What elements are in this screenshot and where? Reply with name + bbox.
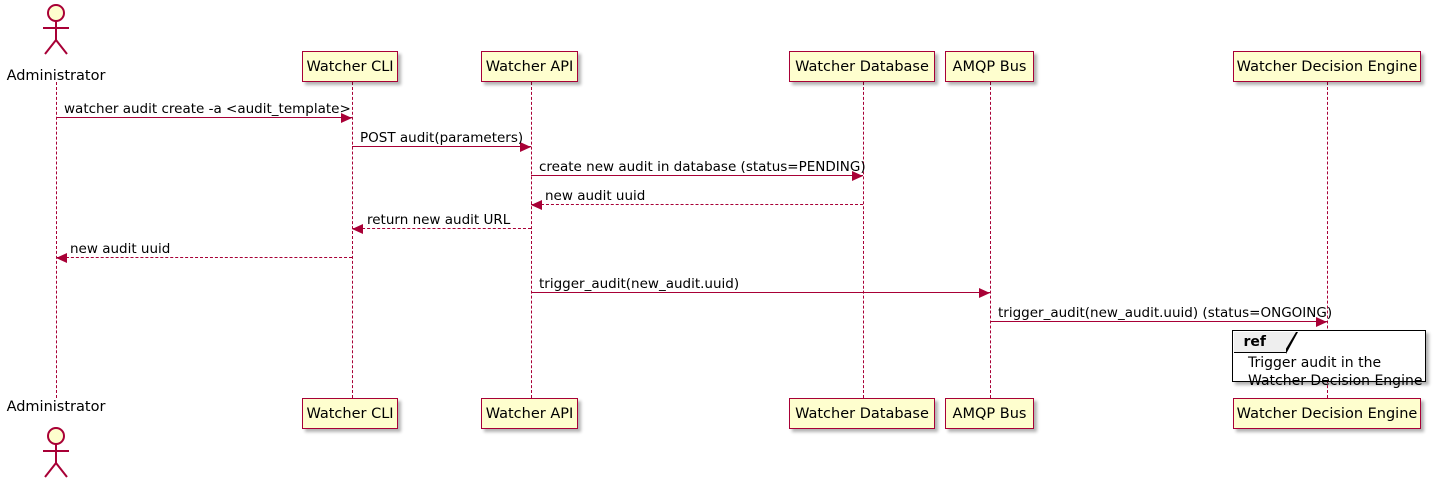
msg-new-audit-uuid-db-line [531,204,863,205]
msg-new-audit-uuid-cli-line [56,257,352,258]
lifeline-Administrator [56,82,57,398]
msg-return-new-audit-url-arrowhead [352,223,363,234]
participant-watcher-decision-engine-top[interactable]: Watcher Decision Engine [1233,51,1421,82]
msg-new-audit-uuid-cli-arrowhead [56,252,67,263]
msg-watcher-audit-create-label: watcher audit create -a <audit_template> [64,101,351,117]
msg-trigger-audit-label: trigger_audit(new_audit.uuid) [539,276,740,292]
lifeline-watcher-decision-engine [1327,82,1328,398]
participant-watcher-database-top[interactable]: Watcher Database [789,51,935,82]
msg-trigger-audit-ongoing-label: trigger_audit(new_audit.uuid) (status=ON… [998,305,1333,321]
msg-trigger-audit-arrowhead [979,287,990,298]
msg-new-audit-uuid-db-label: new audit uuid [545,188,646,204]
participant-watcher-cli-bottom[interactable]: Watcher CLI [302,398,398,429]
msg-return-new-audit-url-label: return new audit URL [367,212,511,228]
participant-amqp-bus-top[interactable]: AMQP Bus [945,51,1034,82]
msg-post-audit-label: POST audit(parameters) [360,130,524,146]
msg-new-audit-uuid-db-arrowhead [531,199,542,210]
msg-create-new-audit-arrowhead [852,170,863,181]
msg-create-new-audit-label: create new audit in database (status=PEN… [539,159,866,175]
msg-return-new-audit-url-line [352,228,531,229]
participant-amqp-bus-bottom[interactable]: AMQP Bus [945,398,1034,429]
fragment-ref-trigger-audit-tab-notch-fill [1284,331,1296,352]
actor-label-top: Administrator [6,68,106,84]
participant-watcher-cli-top[interactable]: Watcher CLI [302,51,398,82]
msg-watcher-audit-create-arrowhead [341,112,352,123]
participant-watcher-api-bottom[interactable]: Watcher API [481,398,578,429]
actor-label-bottom: Administrator [6,399,106,415]
msg-create-new-audit-line [531,175,863,176]
actor-figure-top [34,2,78,56]
msg-trigger-audit-ongoing-line [990,321,1327,322]
lifeline-watcher-database [863,82,864,398]
fragment-ref-trigger-audit-text-line2: Watcher Decision Engine [1248,373,1423,389]
msg-post-audit-line [352,146,531,147]
msg-new-audit-uuid-cli-label: new audit uuid [70,241,171,257]
fragment-ref-trigger-audit-tab: ref [1233,331,1286,353]
msg-post-audit-arrowhead [520,141,531,152]
msg-watcher-audit-create-line [56,117,352,118]
msg-trigger-audit-ongoing-arrowhead [1316,316,1327,327]
lifeline-watcher-cli [352,82,353,398]
participant-watcher-api-top[interactable]: Watcher API [481,51,578,82]
fragment-ref-trigger-audit-text-line1: Trigger audit in the [1248,355,1382,371]
participant-watcher-decision-engine-bottom[interactable]: Watcher Decision Engine [1233,398,1421,429]
lifeline-amqp-bus [990,82,991,398]
msg-trigger-audit-line [531,292,990,293]
lifeline-watcher-api [531,82,532,398]
participant-watcher-database-bottom[interactable]: Watcher Database [789,398,935,429]
actor-figure-bottom [34,425,78,479]
